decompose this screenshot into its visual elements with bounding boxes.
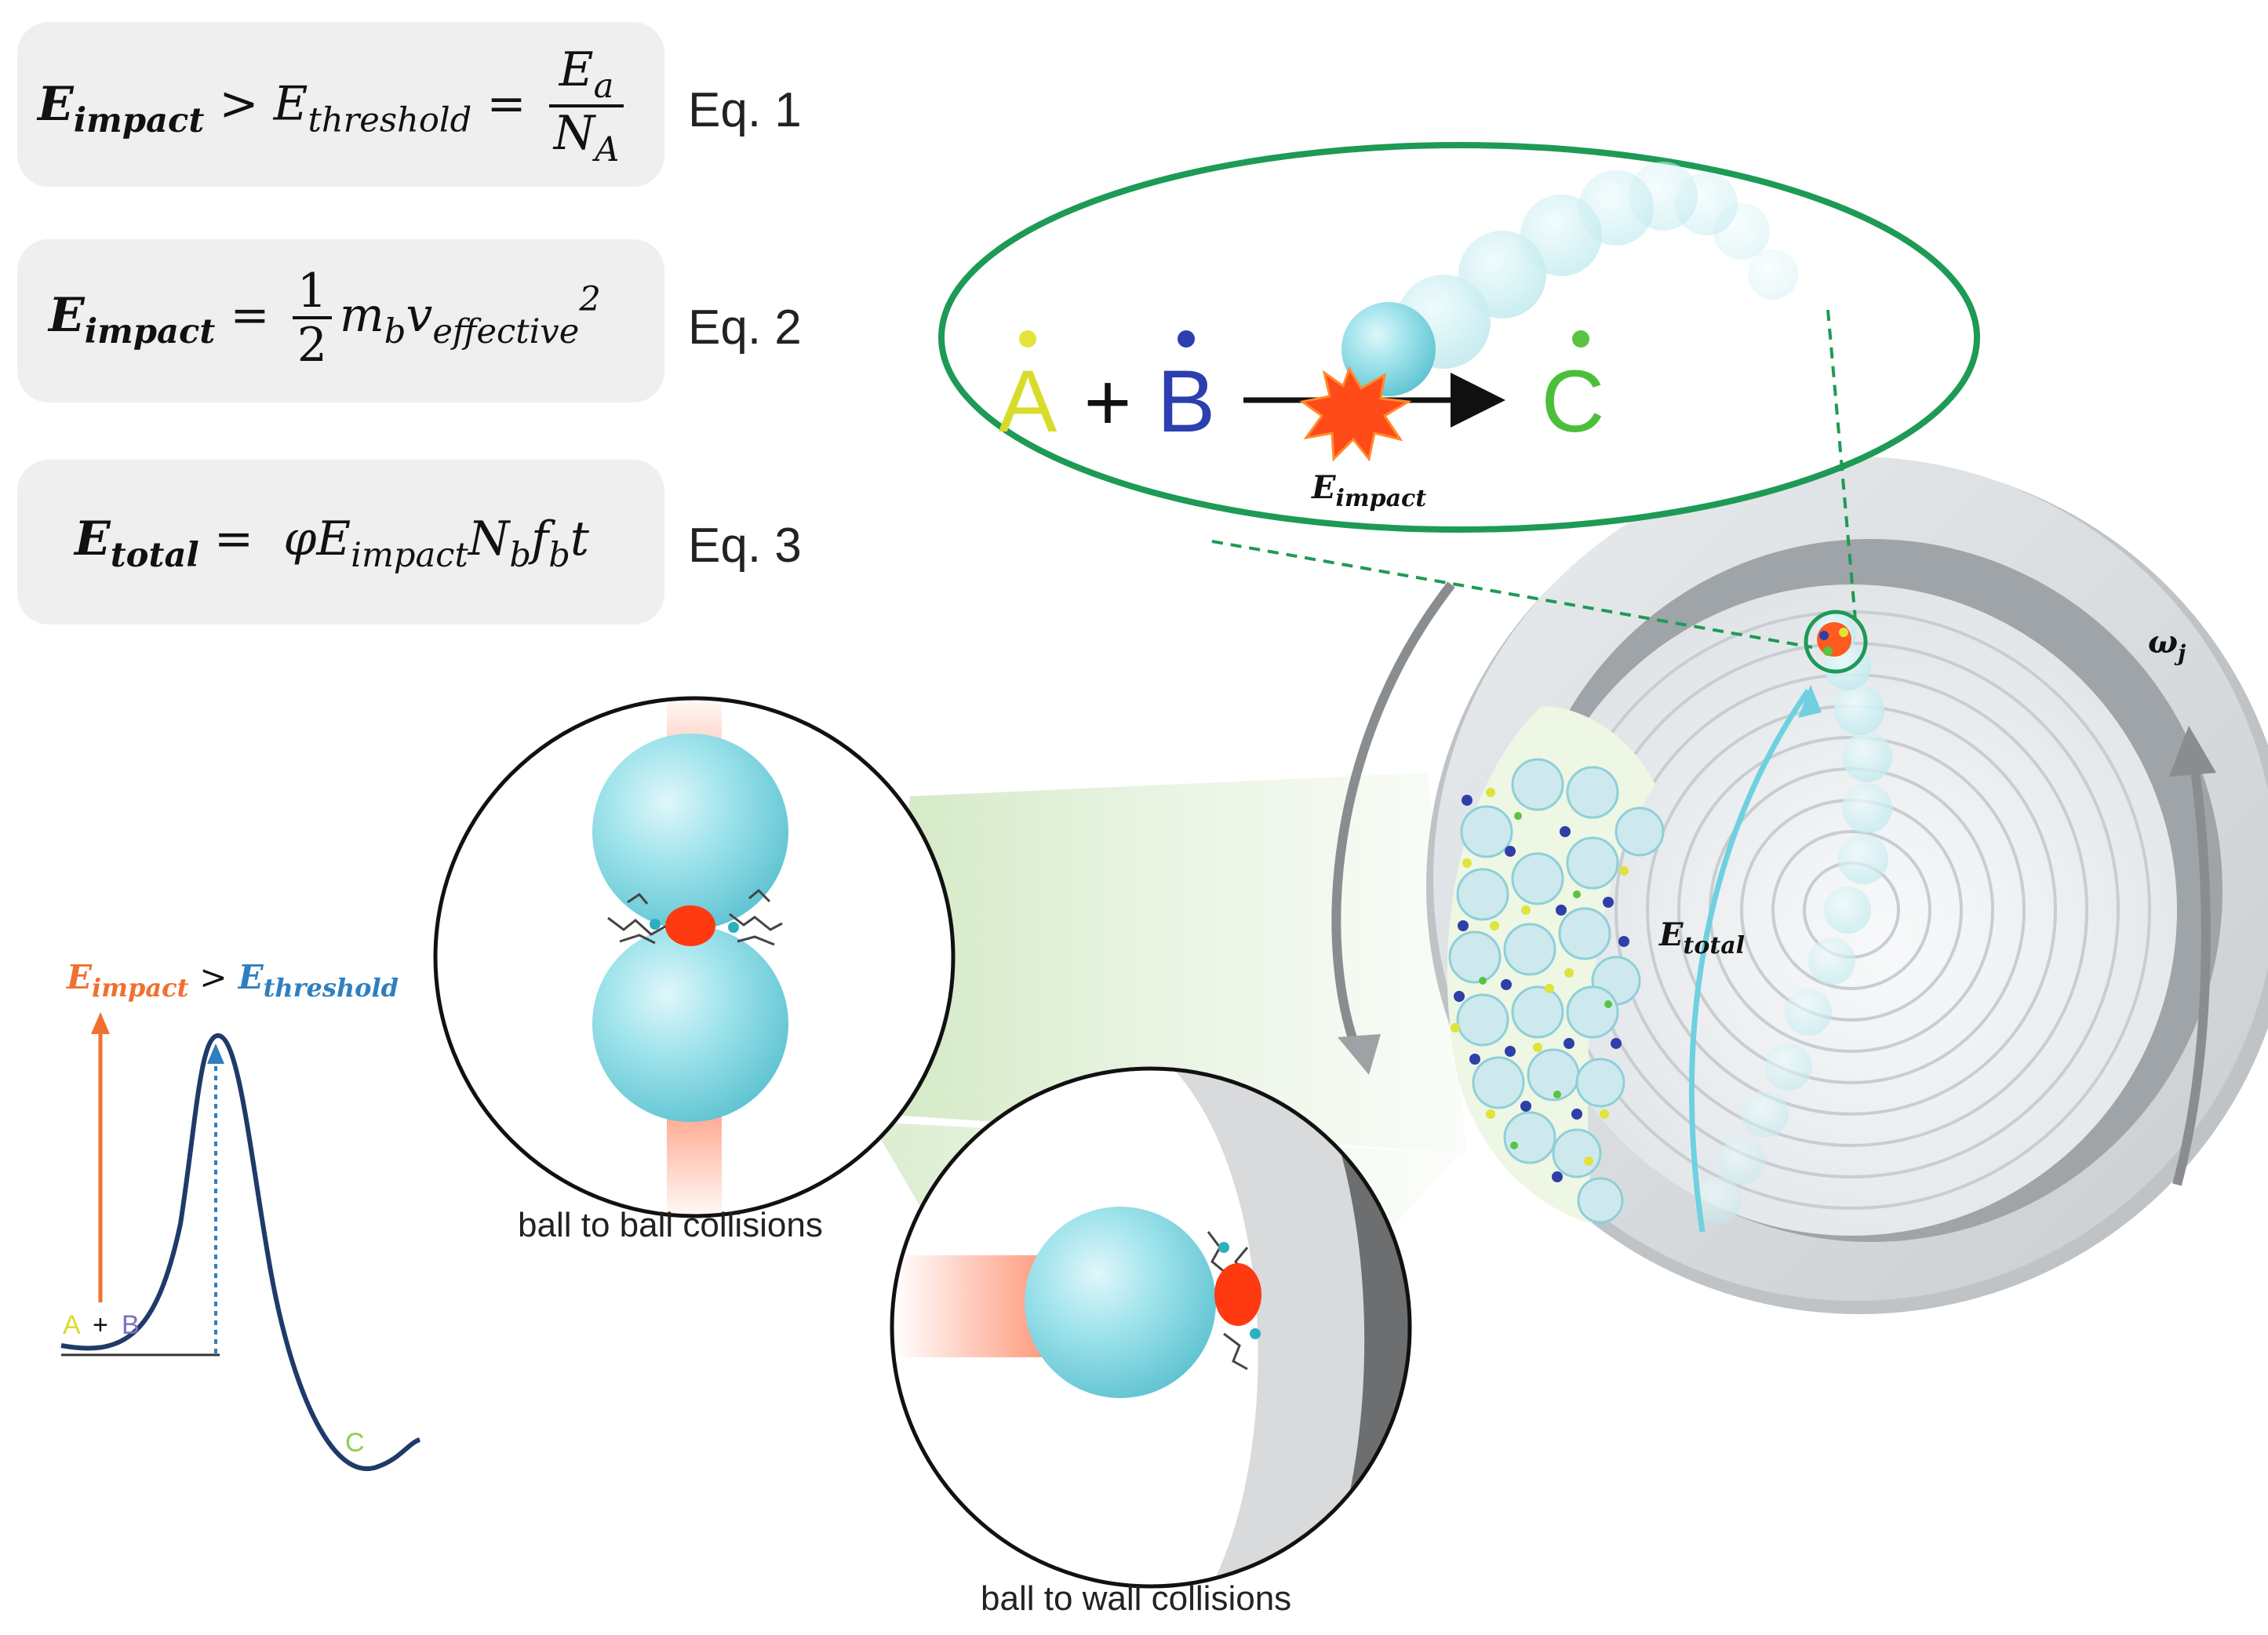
- impact-spot: [1804, 610, 1868, 674]
- profile-reactant-b: B: [122, 1310, 140, 1340]
- milling-jar: [1426, 457, 2268, 1314]
- equation-box-3: [17, 460, 664, 625]
- e-total-label: Etotal: [1658, 916, 1745, 960]
- powder-and-balls-cluster: [1447, 706, 1665, 1224]
- profile-reactant-a: A: [63, 1310, 81, 1340]
- equation-3-label: Eq. 3: [688, 519, 802, 573]
- impact-starburst: [1299, 366, 1412, 462]
- ball-to-ball-caption: ball to ball collisions: [518, 1206, 823, 1244]
- energy-heading: Eimpact>Ethreshold: [66, 958, 399, 1003]
- omega-label: ωj: [2148, 624, 2186, 666]
- rotation-arrow-left: [1331, 581, 1455, 1054]
- ball-trajectory: [1695, 614, 1892, 1224]
- e-total-arrow: [1689, 689, 1811, 1233]
- equation-1-label: Eq. 1: [688, 83, 802, 137]
- energy-curve: [60, 1032, 421, 1471]
- rotation-arrow-right: [2172, 752, 2211, 1186]
- zoom-cone-ball-to-ball: [879, 773, 1467, 1153]
- equation-3: Etotal = φEimpactNbfbt: [75, 512, 589, 576]
- equation-2-label: Eq. 2: [688, 300, 802, 355]
- ellipse-ball-trail: [1342, 162, 1798, 396]
- ball-to-ball-magnifier: [433, 696, 956, 1218]
- equation-box-1: [17, 22, 664, 187]
- ball-to-wall-caption: ball to wall collisions: [981, 1579, 1292, 1618]
- equation-box-2: [17, 239, 664, 402]
- energy-profile-diagram: Eimpact>Ethreshold A + B C: [60, 958, 421, 1471]
- profile-plus: +: [93, 1310, 108, 1340]
- reactant-b-label: B: [1157, 352, 1216, 450]
- plus-sign: +: [1084, 357, 1132, 448]
- zoom-dash-left: [1211, 540, 1813, 649]
- dot-a: [1019, 330, 1036, 348]
- product-c-label: C: [1542, 352, 1605, 450]
- profile-product: C: [345, 1428, 365, 1458]
- dot-c: [1572, 330, 1589, 348]
- reactant-a-label: A: [999, 352, 1058, 450]
- dot-b: [1178, 330, 1195, 348]
- arrow-impact-label: Eimpact: [1311, 469, 1426, 512]
- zoom-dash-right: [1826, 309, 1857, 621]
